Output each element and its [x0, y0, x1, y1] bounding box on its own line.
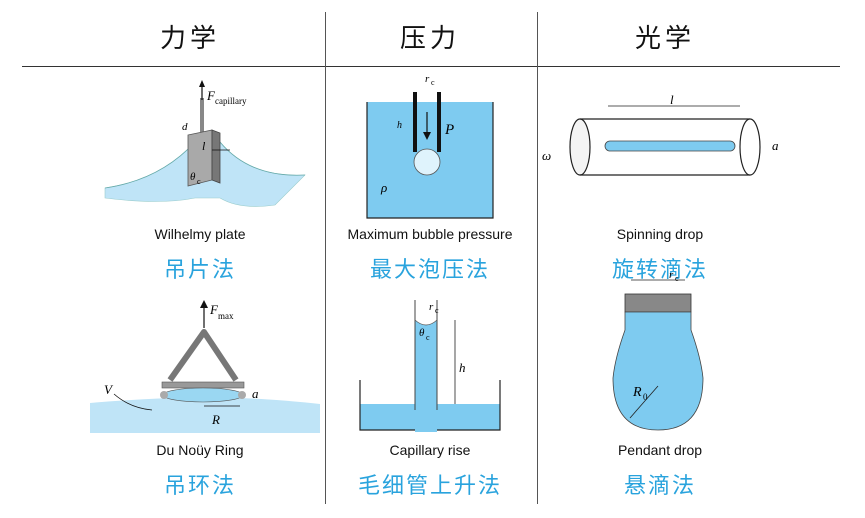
ring-F-sub: max — [218, 311, 234, 321]
wilhelmy-theta-label: θ — [190, 171, 196, 183]
ring-R-label: R — [211, 412, 220, 427]
column-divider-1 — [325, 12, 326, 504]
pendant-R-sub: 0 — [643, 392, 648, 402]
header-mechanics: 力学 — [159, 24, 220, 54]
caption-zh-bubble-pressure: 最大泡压法 — [369, 258, 490, 283]
spinning-l-label: l — [670, 92, 674, 107]
wilhelmy-d-label: d — [182, 121, 188, 133]
spinning-drop-diagram: l a ω — [542, 92, 779, 176]
pendant-R-label: R — [632, 385, 642, 400]
wilhelmy-F-sub: capillary — [215, 96, 247, 106]
pendant-drop-diagram: r c R 0 — [612, 269, 704, 431]
bubble-h-label: h — [397, 120, 402, 131]
bubble-rc-label: r — [425, 73, 430, 85]
bubble-rho-label: ρ — [380, 180, 387, 195]
bubble-P-label: P — [444, 122, 454, 138]
capillary-theta-label: θ — [419, 327, 425, 339]
caption-du-nouy-ring: Du Noüy Ring — [156, 442, 244, 458]
caption-zh-spinning-drop: 旋转滴法 — [611, 258, 708, 283]
header-pressure: 压力 — [399, 24, 460, 54]
wilhelmy-plate-diagram: F capillary d l θ c — [104, 80, 306, 207]
spinning-omega-label: ω — [542, 148, 551, 163]
wilhelmy-theta-sub: c — [197, 177, 201, 186]
spinning-a-label: a — [772, 138, 779, 153]
header-optics: 光学 — [634, 24, 695, 54]
capillary-rise-diagram: h r c θ c — [359, 300, 501, 432]
caption-zh-du-nouy-ring: 吊环法 — [163, 474, 236, 499]
caption-wilhelmy-plate: Wilhelmy plate — [154, 226, 246, 242]
wilhelmy-F-label: F — [206, 88, 216, 103]
caption-spinning-drop: Spinning drop — [616, 226, 704, 242]
caption-bubble-pressure: Maximum bubble pressure — [347, 226, 513, 242]
ring-F-label: F — [209, 302, 219, 317]
bubble-rc-sub: c — [431, 78, 435, 87]
caption-zh-pendant-drop: 悬滴法 — [623, 474, 696, 499]
column-divider-2 — [537, 12, 538, 504]
du-nouy-ring-diagram: F max R a V — [90, 300, 320, 433]
caption-capillary-rise: Capillary rise — [389, 442, 471, 458]
bubble-pressure-diagram: r c h P ρ — [366, 73, 494, 219]
ring-V-label: V — [104, 382, 114, 397]
capillary-theta-sub: c — [426, 333, 430, 342]
caption-zh-capillary-rise: 毛细管上升法 — [357, 474, 502, 499]
capillary-rc-label: r — [429, 301, 434, 313]
pendant-rc-label: r — [669, 269, 674, 281]
ring-a-label: a — [252, 386, 259, 401]
capillary-rc-sub: c — [435, 306, 439, 315]
caption-zh-wilhelmy-plate: 吊片法 — [163, 258, 236, 283]
caption-pendant-drop: Pendant drop — [617, 442, 703, 458]
wilhelmy-l-label: l — [202, 139, 206, 153]
capillary-h-label: h — [459, 360, 466, 375]
pendant-rc-sub: c — [675, 274, 679, 283]
header-divider — [22, 66, 840, 67]
